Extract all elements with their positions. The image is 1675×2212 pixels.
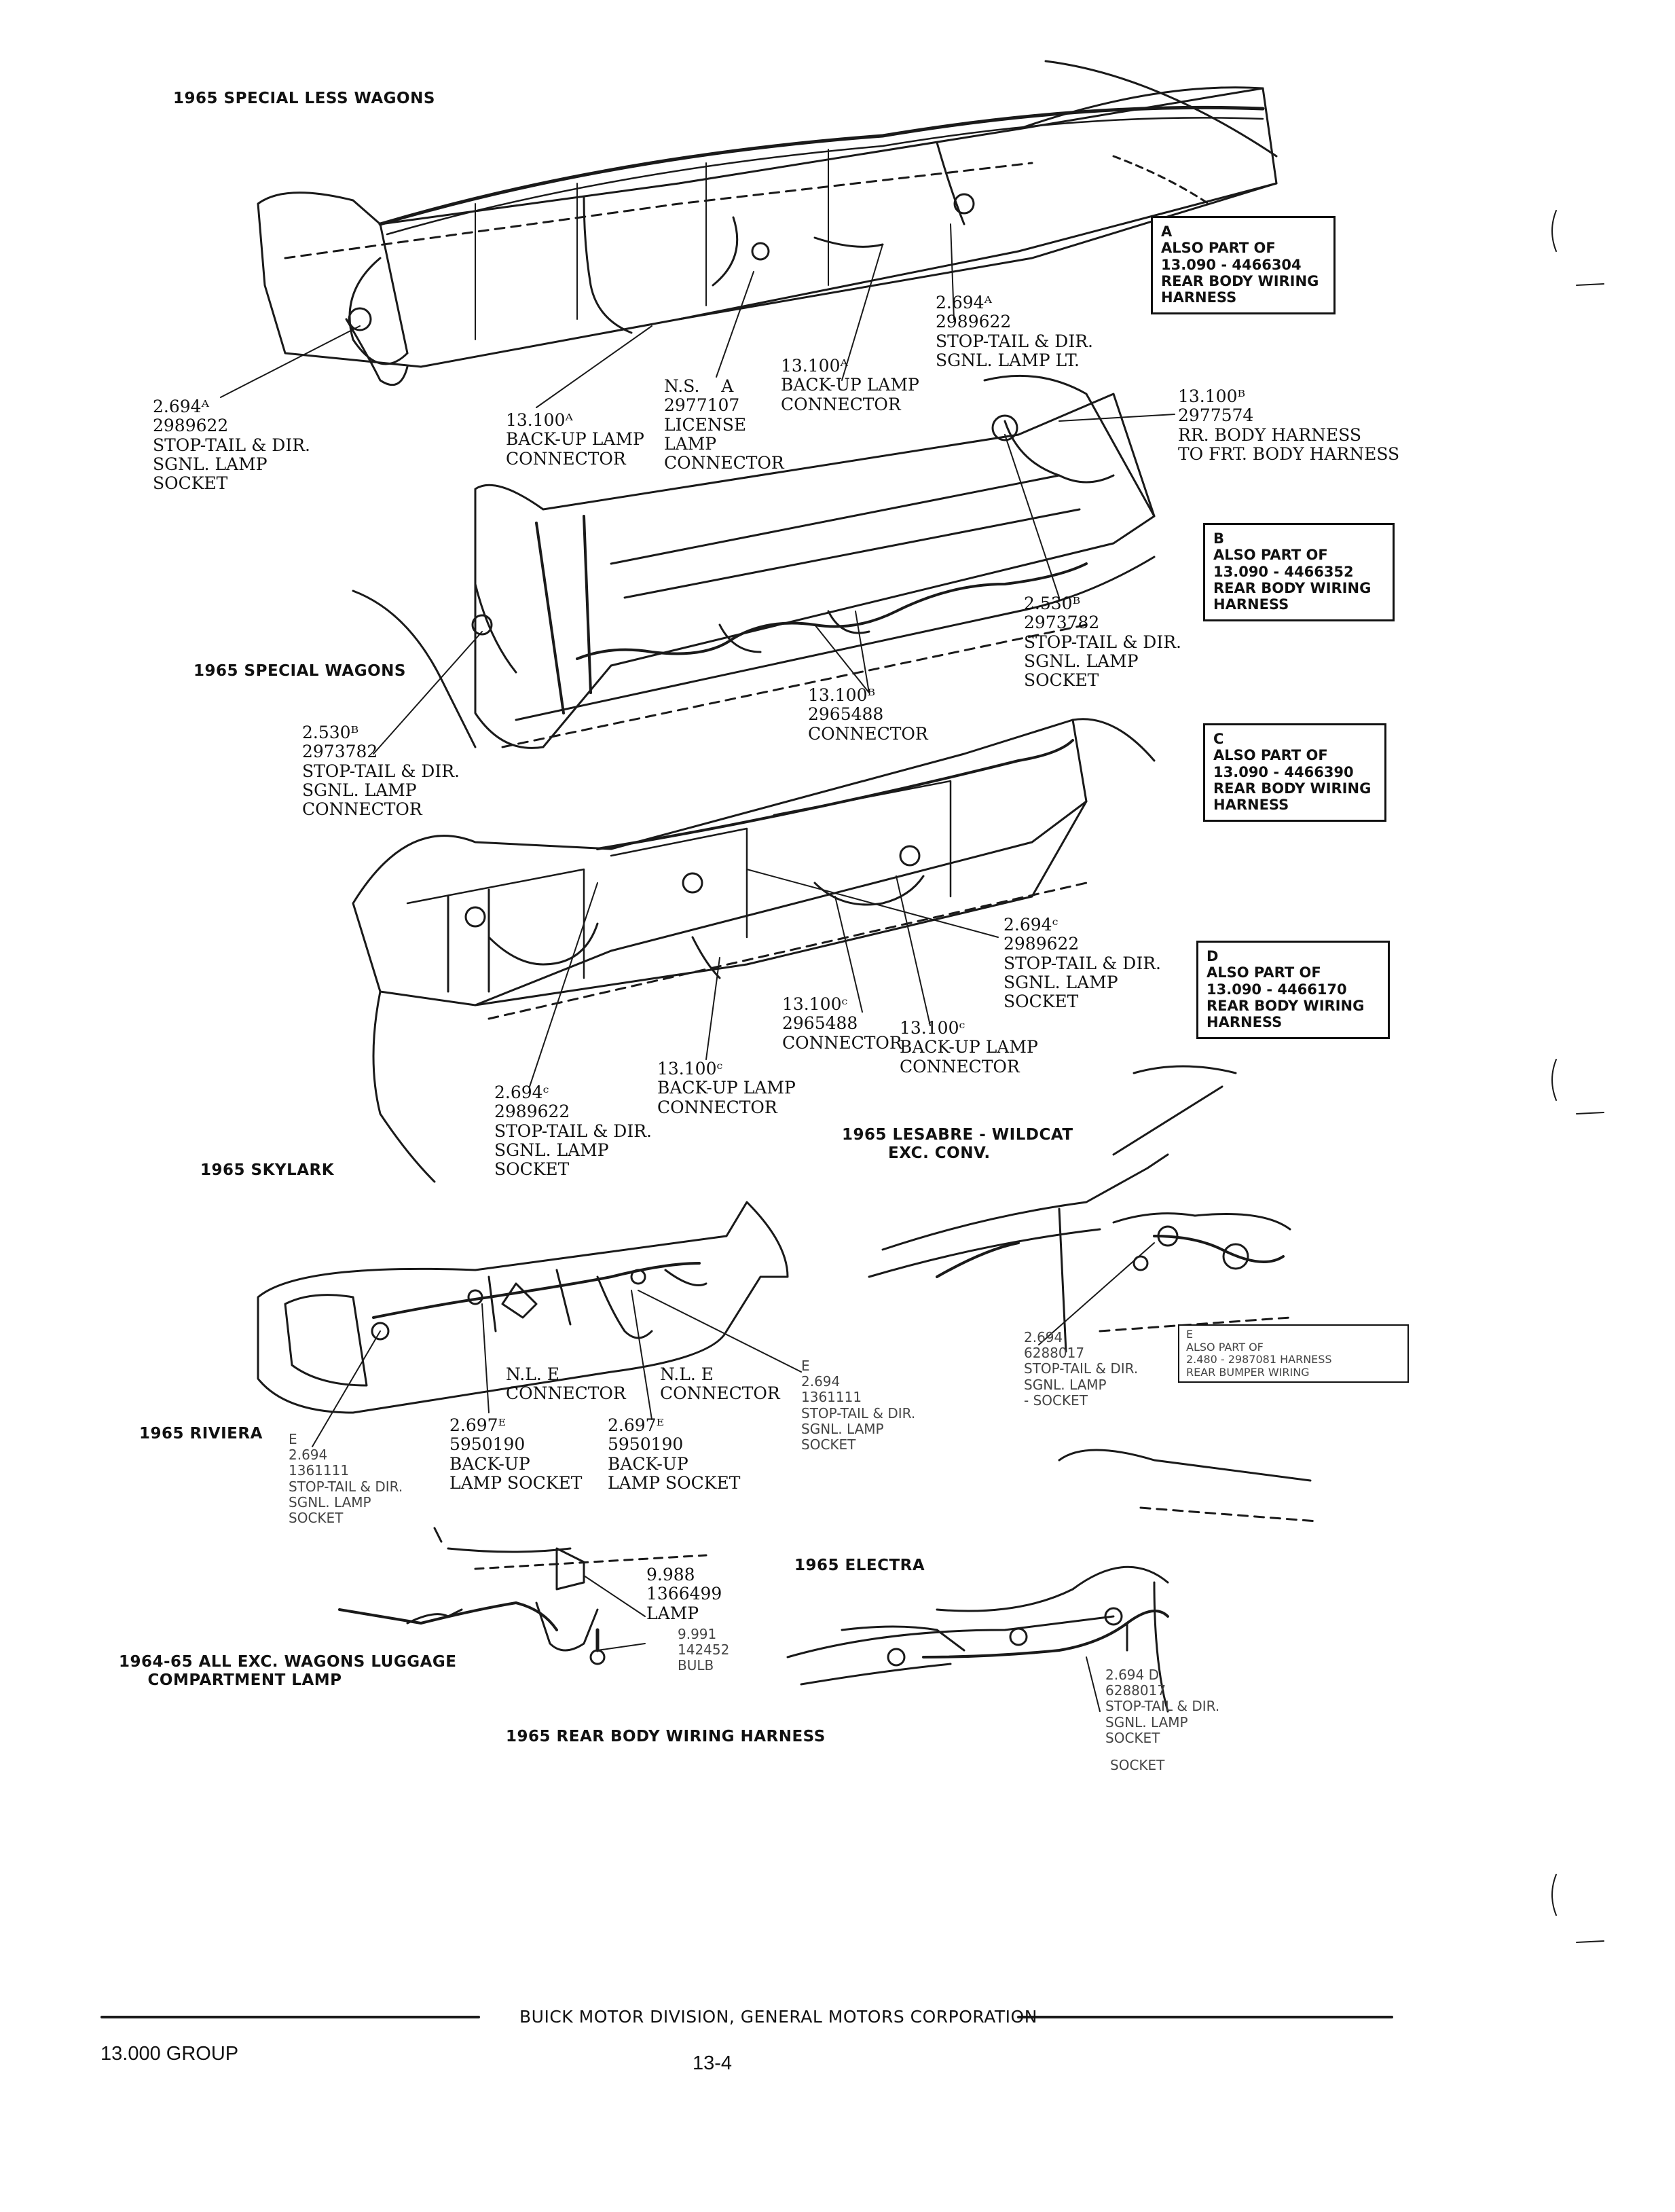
callout-a-tail-lamp-socket-left: 2.694ᴬ 2989622 STOP-TAIL & DIR. SGNL. LA… — [153, 397, 310, 493]
note-a-line4: HARNESS — [1161, 289, 1237, 306]
callout-b-rear-body-harness-connector: 13.100ᴮ 2977574 RR. BODY HARNESS TO FRT.… — [1178, 386, 1400, 464]
note-c-line3: REAR BODY WIRING — [1213, 780, 1372, 797]
note-b-line4: HARNESS — [1213, 596, 1289, 613]
section-title-luggage-lamp: 1964-65 ALL EXC. WAGONS LUGGAGE COMPARTM… — [119, 1653, 457, 1689]
note-c-line4: HARNESS — [1213, 797, 1289, 814]
note-b-letter: B — [1213, 530, 1225, 547]
note-c-line1: ALSO PART OF — [1213, 747, 1328, 764]
note-e-line1: ALSO PART OF — [1186, 1340, 1264, 1354]
footer-page-number: 13-4 — [693, 2052, 733, 2074]
callout-c-backup-lamp-connector-left: 13.100ᶜ BACK-UP LAMP CONNECTOR — [657, 1059, 796, 1117]
footer-division: BUICK MOTOR DIVISION, GENERAL MOTORS COR… — [519, 2007, 1037, 2027]
callout-e-backup-lamp-socket-left: 2.697ᴱ 5950190 BACK-UP LAMP SOCKET — [449, 1415, 583, 1493]
special-less-wagons-drawing — [257, 60, 1278, 386]
skylark-drawing — [352, 718, 1156, 1183]
note-box-a: A ALSO PART OF 13.090 - 4466304 REAR BOD… — [1151, 216, 1336, 314]
luggage-lamp-drawing — [338, 1527, 707, 1665]
note-box-e: E ALSO PART OF 2.480 - 2987081 HARNESS R… — [1178, 1324, 1409, 1383]
note-a-line3: REAR BODY WIRING — [1161, 273, 1319, 290]
note-d-part-number: 13.090 - 4466170 — [1207, 981, 1347, 998]
leader-lines — [220, 223, 1175, 1712]
note-e-line3: REAR BUMPER WIRING — [1186, 1365, 1310, 1379]
callout-c-connector: 13.100ᶜ 2965488 CONNECTOR — [782, 994, 902, 1053]
lesabre-drawing — [868, 1065, 1291, 1353]
note-b-line3: REAR BODY WIRING — [1213, 580, 1372, 597]
callout-e-nl-connector-right: N.L. E CONNECTOR — [660, 1364, 780, 1404]
note-a-line1: ALSO PART OF — [1161, 240, 1276, 257]
section-title-riviera: 1965 RIVIERA — [139, 1425, 263, 1443]
note-e-part-number: 2.480 - 2987081 HARNESS — [1186, 1353, 1332, 1366]
callout-b-connector: 13.100ᴮ 2965488 CONNECTOR — [808, 685, 928, 744]
note-d-line3: REAR BODY WIRING — [1207, 998, 1365, 1015]
section-title-electra: 1965 ELECTRA — [794, 1557, 925, 1574]
callout-d-tail-lamp-socket: 2.694 D 6288017 STOP-TAIL & DIR. SGNL. L… — [1105, 1667, 1220, 1746]
callout-c-tail-lamp-socket-right: 2.694ᶜ 2989622 STOP-TAIL & DIR. SGNL. LA… — [1004, 915, 1161, 1011]
note-box-d: D ALSO PART OF 13.090 - 4466170 REAR BOD… — [1196, 941, 1390, 1039]
note-d-line4: HARNESS — [1207, 1014, 1283, 1031]
note-c-letter: C — [1213, 731, 1224, 747]
callout-a-backup-lamp-connector-2: 13.100ᴬ BACK-UP LAMP CONNECTOR — [781, 356, 919, 414]
callout-lesabre-tail-lamp-socket: 2.694 6288017 STOP-TAIL & DIR. SGNL. LAM… — [1024, 1329, 1139, 1409]
callout-c-tail-lamp-socket-left: 2.694ᶜ 2989622 STOP-TAIL & DIR. SGNL. LA… — [494, 1083, 652, 1179]
note-box-b: B ALSO PART OF 13.090 - 4466352 REAR BOD… — [1203, 523, 1395, 621]
callout-a-tail-lamp-right: 2.694ᴬ 2989622 STOP-TAIL & DIR. SGNL. LA… — [936, 293, 1093, 370]
callout-luggage-lamp: 9.988 1366499 LAMP — [646, 1565, 722, 1623]
note-b-line1: ALSO PART OF — [1213, 547, 1328, 564]
note-box-c: C ALSO PART OF 13.090 - 4466390 REAR BOD… — [1203, 723, 1386, 822]
section-title-skylark: 1965 SKYLARK — [200, 1161, 335, 1179]
note-a-part-number: 13.090 - 4466304 — [1161, 256, 1302, 273]
callout-e-tail-lamp-socket-left: E 2.694 1361111 STOP-TAIL & DIR. SGNL. L… — [289, 1431, 403, 1526]
callout-e-backup-lamp-socket-right: 2.697ᴱ 5950190 BACK-UP LAMP SOCKET — [608, 1415, 741, 1493]
callout-c-backup-lamp-connector-right: 13.100ᶜ BACK-UP LAMP CONNECTOR — [900, 1018, 1038, 1076]
callout-a-license-lamp-connector: N.S. A 2977107 LICENSE LAMP CONNECTOR — [664, 376, 784, 473]
callout-a-backup-lamp-connector: 13.100ᴬ BACK-UP LAMP CONNECTOR — [506, 410, 644, 469]
callout-d-socket: SOCKET — [1110, 1757, 1165, 1773]
section-title-special-wagons: 1965 SPECIAL WAGONS — [194, 662, 406, 680]
callout-e-tail-lamp-socket-right: E 2.694 1361111 STOP-TAIL & DIR. SGNL. L… — [801, 1358, 916, 1453]
electra-drawing — [786, 1449, 1319, 1713]
note-a-letter: A — [1161, 223, 1173, 240]
footer-group: 13.000 GROUP — [100, 2043, 239, 2065]
note-c-part-number: 13.090 - 4466390 — [1213, 763, 1354, 780]
margin-marks — [1551, 210, 1604, 1943]
section-title-special-less-wagons: 1965 SPECIAL LESS WAGONS — [173, 90, 435, 107]
callout-b-tail-lamp-socket-right: 2.530ᴮ 2973782 STOP-TAIL & DIR. SGNL. LA… — [1024, 594, 1181, 690]
special-wagons-drawing — [352, 374, 1156, 749]
callout-b-tail-lamp-connector-left: 2.530ᴮ 2973782 STOP-TAIL & DIR. SGNL. LA… — [302, 723, 460, 819]
note-e-letter: E — [1186, 1328, 1194, 1341]
riviera-drawing — [257, 1201, 789, 1414]
diagram-caption: 1965 REAR BODY WIRING HARNESS — [506, 1728, 826, 1745]
callout-e-nl-connector-left: N.L. E CONNECTOR — [506, 1364, 626, 1404]
section-title-lesabre-wildcat: 1965 LESABRE - WILDCAT EXC. CONV. — [842, 1126, 1073, 1162]
note-d-letter: D — [1207, 948, 1219, 964]
callout-luggage-bulb: 9.991 142452 BULB — [678, 1626, 730, 1674]
note-b-part-number: 13.090 - 4466352 — [1213, 563, 1354, 580]
note-d-line1: ALSO PART OF — [1207, 964, 1321, 981]
